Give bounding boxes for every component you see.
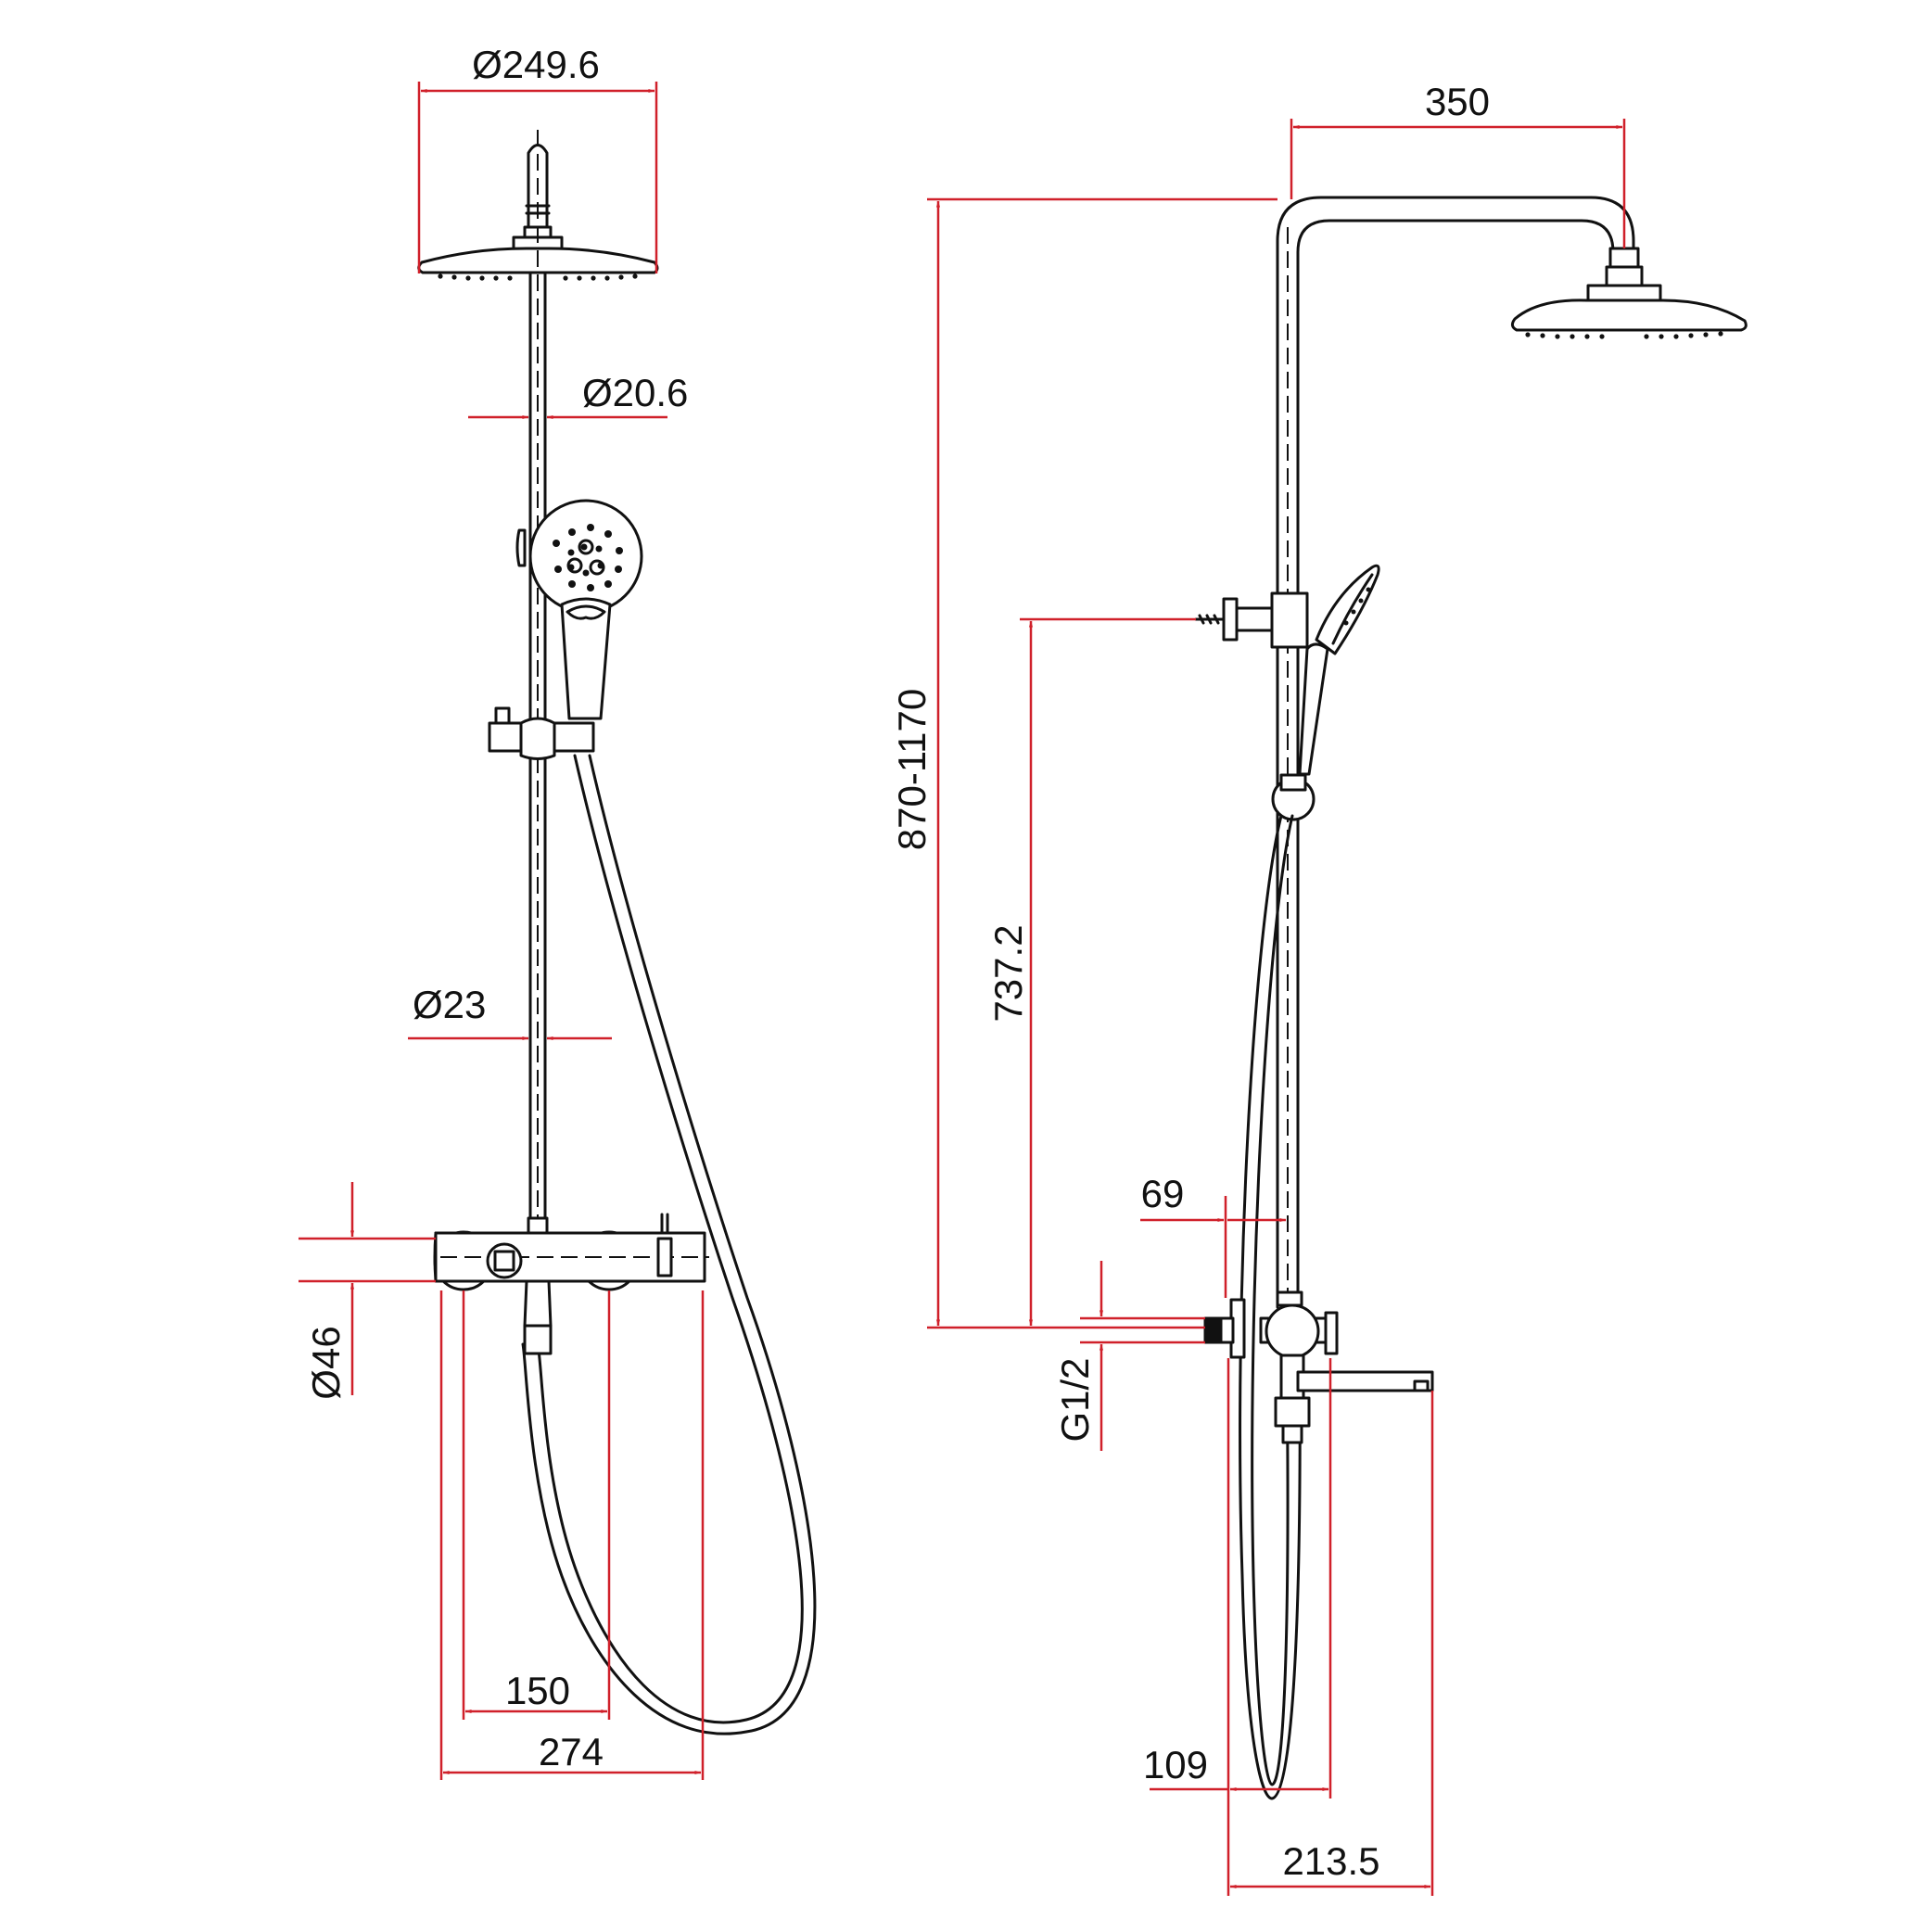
side-rain-head <box>1510 299 1748 332</box>
dim-mixer-diameter: Ø46 <box>304 1326 348 1399</box>
side-hose <box>1239 814 1302 1800</box>
front-hose <box>521 754 817 1735</box>
side-inlet-thread <box>1206 1316 1223 1344</box>
side-mixer <box>1203 1290 1434 1444</box>
dim-inlet-thread: G1/2 <box>1053 1357 1097 1442</box>
dim-pipe-offset: 109 <box>1143 1743 1208 1786</box>
dim-lower-pipe-diameter: Ø23 <box>413 983 486 1026</box>
front-rain-head-nozzles <box>438 273 638 281</box>
side-hand-shower <box>1298 564 1380 776</box>
front-hand-shower <box>515 499 643 720</box>
dim-mixer-width: 274 <box>539 1730 604 1773</box>
dim-arm-reach: 350 <box>1425 80 1490 123</box>
dim-spout-offset: 213.5 <box>1282 1839 1379 1883</box>
side-wall-bracket <box>1194 591 1309 649</box>
dim-handle-spacing: 150 <box>505 1669 570 1712</box>
dim-upper-pipe-diameter: Ø20.6 <box>582 371 688 414</box>
dim-head-diameter: Ø249.6 <box>472 43 600 86</box>
side-view <box>1194 196 1748 1800</box>
dim-bracket-height: 737.2 <box>986 924 1030 1022</box>
side-pipe-inner <box>1296 219 1615 1309</box>
dim-height-range: 870-1170 <box>890 689 934 850</box>
front-view <box>417 130 817 1735</box>
side-rain-head-nozzles <box>1525 331 1723 339</box>
dimensions: Ø249.6 Ø20.6 Ø23 Ø46 150 274 350 870 <box>299 43 1626 1896</box>
front-slider-bracket <box>488 706 595 760</box>
side-pipe-outer <box>1276 196 1635 1309</box>
front-mixer <box>433 1213 709 1355</box>
dim-wall-offset: 69 <box>1141 1172 1185 1215</box>
